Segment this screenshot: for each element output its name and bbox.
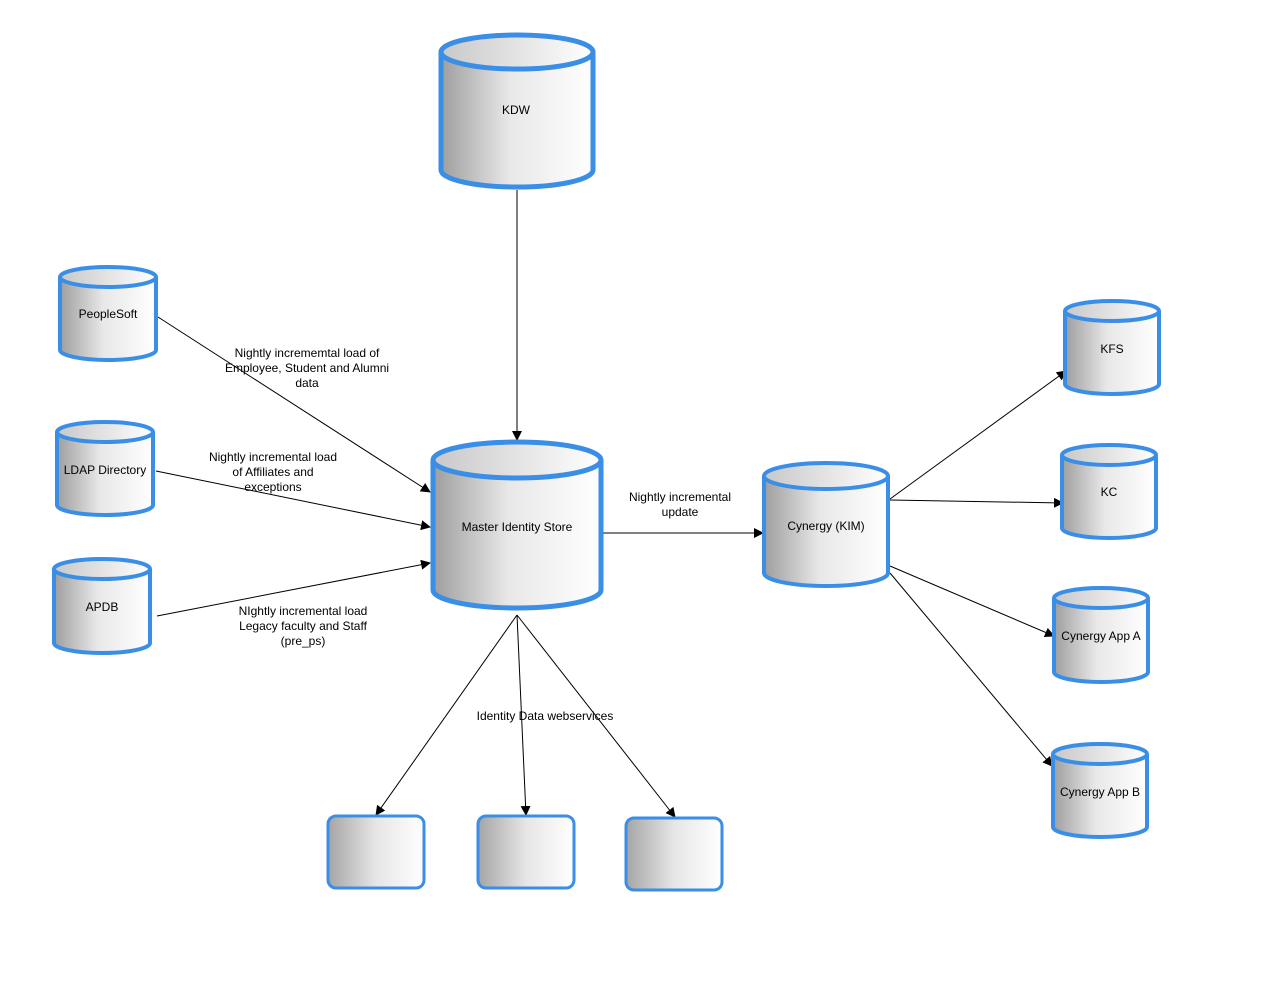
edge-label-apdb-load: NIghtly incremental load Legacy faculty … bbox=[238, 604, 368, 648]
edge-cynergy-to-app-b bbox=[889, 572, 1053, 767]
node-label-ldap-directory: LDAP Directory bbox=[63, 463, 147, 477]
edge-master-to-service-2 bbox=[516, 614, 531, 816]
edge-label-peoplesoft-load: Nightly incrememtal load of Employee, St… bbox=[224, 346, 390, 390]
node-label-kfs: KFS bbox=[1100, 342, 1124, 356]
edge-master-to-service-1 bbox=[375, 614, 518, 816]
node-label-cynergy-kim: Cynergy (KIM) bbox=[787, 519, 865, 533]
node-label-cynergy-app-a: Cynergy App A bbox=[1061, 629, 1141, 643]
cylinder-master-identity-store[interactable] bbox=[430, 439, 604, 611]
edge-cynergy-to-kc bbox=[889, 497, 1064, 508]
cylinder-peoplesoft[interactable] bbox=[58, 265, 158, 362]
edge-master-to-service-3 bbox=[516, 614, 676, 818]
service-box-1[interactable] bbox=[326, 814, 426, 890]
cylinder-cynergy-kim[interactable] bbox=[762, 461, 890, 588]
edge-apdb-to-master bbox=[156, 559, 431, 617]
edge-ldap-to-master bbox=[155, 470, 431, 531]
edge-cynergy-to-kfs bbox=[889, 370, 1067, 500]
edge-label-ldap-load: Nightly incremental load of Affiliates a… bbox=[208, 450, 338, 494]
node-label-peoplesoft: PeopleSoft bbox=[78, 307, 138, 321]
cylinder-ldap-directory[interactable] bbox=[55, 420, 155, 517]
service-box-3[interactable] bbox=[624, 816, 724, 892]
edge-peoplesoft-to-master bbox=[157, 316, 431, 493]
edge-label-identity-webservices: Identity Data webservices bbox=[476, 709, 614, 723]
cylinder-kfs[interactable] bbox=[1063, 299, 1161, 396]
node-label-cynergy-app-b: Cynergy App B bbox=[1059, 785, 1141, 799]
node-label-kdw: KDW bbox=[502, 103, 530, 117]
cylinder-kdw[interactable] bbox=[438, 32, 596, 190]
node-label-kc: KC bbox=[1100, 485, 1118, 499]
node-label-apdb: APDB bbox=[85, 600, 119, 614]
cylinder-apdb[interactable] bbox=[52, 557, 152, 655]
cylinder-kc[interactable] bbox=[1060, 443, 1158, 540]
cylinder-cynergy-app-b[interactable] bbox=[1051, 742, 1149, 839]
edges bbox=[155, 190, 1067, 818]
edge-cynergy-to-app-a bbox=[889, 565, 1055, 638]
node-label-master-identity-store: Master Identity Store bbox=[461, 520, 573, 534]
cylinder-cynergy-app-a[interactable] bbox=[1052, 586, 1150, 684]
edge-label-nightly-update: Nightly incremental update bbox=[628, 490, 732, 519]
service-box-2[interactable] bbox=[476, 814, 576, 890]
